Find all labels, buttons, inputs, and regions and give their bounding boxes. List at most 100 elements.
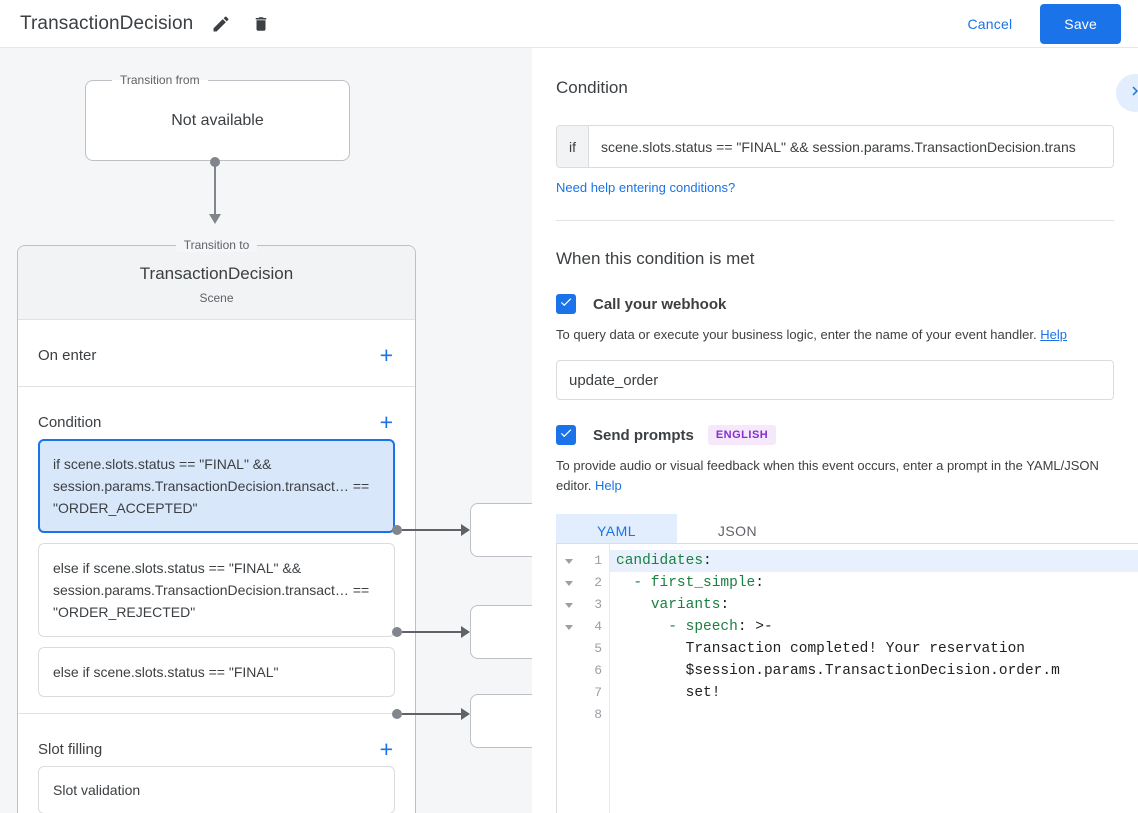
when-condition-met-heading: When this condition is met [556,249,755,268]
section-condition-title: Condition [38,413,102,431]
section-slot-filling-header: Slot filling + [18,714,415,766]
language-badge: ENGLISH [707,425,777,445]
fold-spacer [557,704,580,726]
webhook-description: To query data or execute your business l… [556,325,1114,345]
code-line: candidates: [610,550,1138,572]
section-on-enter-header: On enter + [18,320,415,372]
check-icon [559,426,573,445]
add-slot-filling-button[interactable]: + [379,735,393,762]
cancel-button[interactable]: Cancel [958,7,1023,41]
send-prompts-checkbox[interactable] [556,425,576,445]
section-on-enter: On enter + [18,320,415,387]
add-condition-button[interactable]: + [379,408,393,435]
expand-panel-button[interactable] [1116,74,1138,112]
section-slot-filling-title: Slot filling [38,740,103,758]
section-condition-header: Condition + [18,387,415,439]
condition-expression-input[interactable] [589,126,1113,167]
line-number: 4 [594,619,602,634]
edge-source-dot-2 [392,709,402,719]
save-button[interactable]: Save [1040,3,1121,44]
fold-arrow-icon[interactable] [557,550,580,572]
check-icon [559,295,573,314]
condition-if-prefix: if [557,126,589,167]
transition-from-legend: Transition from [120,73,200,87]
prompts-description: To provide audio or visual feedback when… [556,456,1114,496]
scene-type-label: Scene [199,291,234,305]
edge-arrowhead-2 [461,708,470,720]
webhook-help-link[interactable]: Help [1040,327,1067,342]
code-line: Transaction completed! Your reservation [685,641,1025,657]
condition-item-2[interactable]: else if scene.slots.status == "FINAL" [38,647,395,697]
condition-input-row[interactable]: if [556,125,1114,168]
top-bar: TransactionDecision Cancel Save [0,0,1138,48]
fold-spacer [557,660,580,682]
fold-arrow-icon[interactable] [557,572,580,594]
edge-line-1 [402,631,466,633]
line-number: 3 [594,597,602,612]
prompts-help-link[interactable]: Help [595,478,622,493]
code-line: variants: [650,597,730,613]
slot-validation-item[interactable]: Slot validation [38,766,395,813]
edge-arrowhead-0 [461,524,470,536]
line-number: 7 [594,685,602,700]
condition-section: Condition if Need help entering conditio… [532,48,1138,221]
transition-from-node[interactable]: Transition from Not available [85,73,350,161]
condition-help-link[interactable]: Need help entering conditions? [556,180,736,195]
delete-button[interactable] [247,10,275,38]
call-webhook-label: Call your webhook [593,295,727,313]
tab-yaml[interactable]: YAML [556,514,677,548]
scene-card-header: TransactionDecision Scene [18,246,415,320]
edge-line-2 [402,713,466,715]
section-condition: Condition + if scene.slots.status == "FI… [18,387,415,714]
event-handler-input[interactable] [556,360,1114,400]
add-on-enter-button[interactable]: + [379,341,393,368]
fold-arrow-icon[interactable] [557,616,580,638]
condition-item-1[interactable]: else if scene.slots.status == "FINAL" &&… [38,543,395,637]
pencil-icon [211,14,231,34]
condition-heading: Condition [556,78,628,97]
code-line: - speech: >- [668,619,773,635]
code-line: set! [685,685,721,701]
section-slot-filling: Slot filling + Slot validation [18,714,415,813]
edge-source-dot-1 [392,627,402,637]
scene-graph-canvas[interactable]: Transition from Not available Transactio… [0,48,532,813]
edge-arrowhead-1 [461,626,470,638]
code-content[interactable]: candidates: - first_simple: variants: - … [610,544,1138,813]
fold-spacer [557,638,580,660]
code-fold-column [557,544,580,813]
slot-filling-list: Slot validation [18,766,415,813]
target-node-2[interactable] [470,694,532,748]
call-webhook-checkbox[interactable] [556,294,576,314]
condition-item-0[interactable]: if scene.slots.status == "FINAL" && sess… [38,439,395,533]
when-condition-met-section: When this condition is met Call your web… [532,221,1138,548]
code-line [610,704,1138,726]
chevron-right-icon [1126,82,1138,105]
scene-name: TransactionDecision [139,264,294,283]
trash-icon [252,14,270,34]
prompts-check-row: Send prompts ENGLISH [556,425,1114,445]
line-number: 1 [594,553,602,568]
connector-arrowhead [209,214,221,224]
section-divider [556,220,1114,221]
page-title: TransactionDecision [20,12,194,34]
tab-json[interactable]: JSON [717,523,758,539]
fold-spacer [557,682,580,704]
condition-list: if scene.slots.status == "FINAL" && sess… [18,439,415,713]
target-node-0[interactable] [470,503,532,557]
line-number: 8 [594,707,602,722]
line-number: 2 [594,575,602,590]
editor-format-tabs: YAML JSON [556,514,1114,548]
fold-arrow-icon[interactable] [557,594,580,616]
yaml-code-editor[interactable]: 1 2 3 4 5 6 7 8 candidates: - first_simple: var… [556,543,1138,813]
code-line-numbers: 1 2 3 4 5 6 7 8 [580,544,610,813]
line-number: 5 [594,641,602,656]
section-on-enter-title: On enter [38,346,97,364]
edge-line-0 [402,529,466,531]
edge-source-dot-0 [392,525,402,535]
edit-name-button[interactable] [207,10,235,38]
scene-card[interactable]: TransactionDecision Scene On enter + Con… [17,245,416,813]
line-number: 6 [594,663,602,678]
topbar-actions: Cancel Save [958,3,1138,44]
target-node-1[interactable] [470,605,532,659]
prompts-description-text: To provide audio or visual feedback when… [556,458,1099,493]
